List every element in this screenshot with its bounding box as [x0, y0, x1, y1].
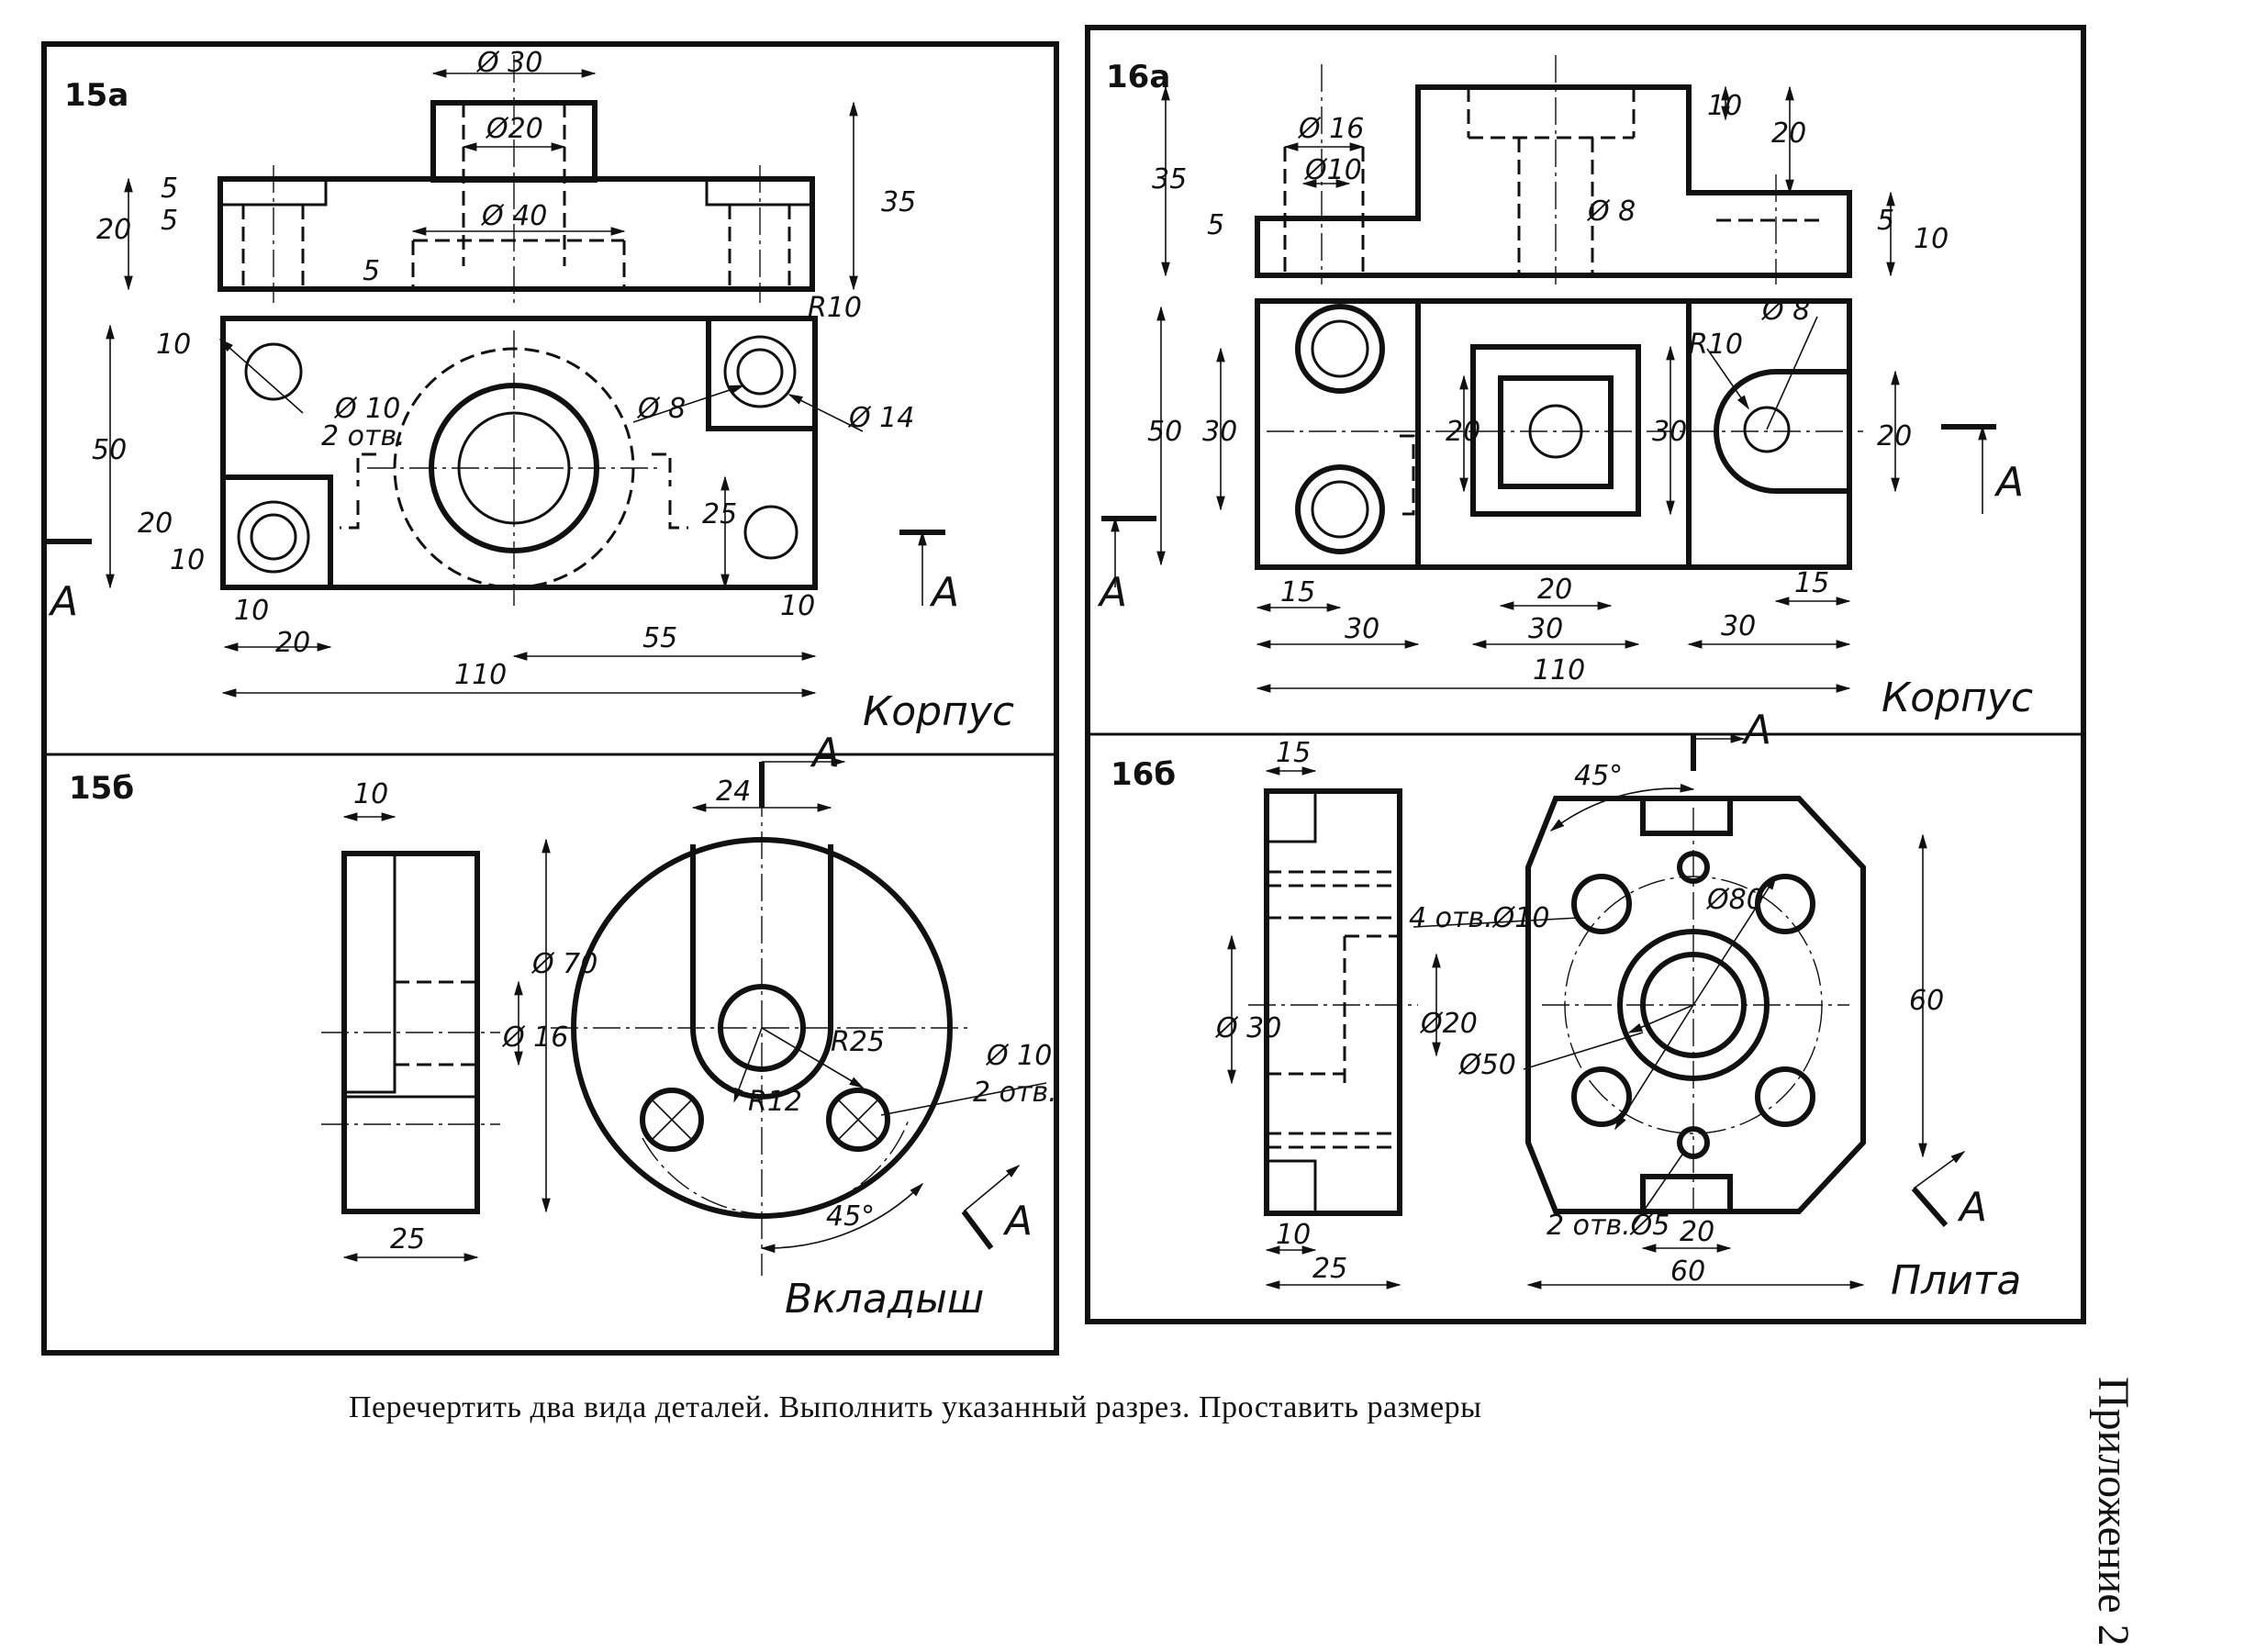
dim-text: R10: [1689, 329, 1743, 361]
panel-15a: 15а А А: [46, 47, 1014, 735]
dim-text: 5: [161, 173, 178, 205]
panel-label: 16б: [1111, 756, 1176, 793]
dim-text: 35: [881, 186, 916, 218]
dim-text: 25: [390, 1223, 425, 1256]
dim-text: 20: [138, 508, 173, 540]
dim-text: 25: [1312, 1253, 1347, 1285]
panel-label: 16а: [1106, 59, 1170, 95]
dim-text: R10: [808, 292, 862, 324]
panel-16a: 16а А А: [1097, 55, 2033, 721]
dim-text: 35: [1152, 163, 1187, 195]
dim-text: 45°: [1574, 760, 1623, 792]
frame-left: [41, 41, 1059, 1356]
section-mark: А: [1993, 459, 2024, 506]
dim-text: Ø 8: [636, 393, 686, 425]
dim-text: 30: [1652, 416, 1687, 448]
panel-label: 15б: [69, 770, 134, 807]
dim-text: 110: [1533, 654, 1585, 686]
panel-label: 15а: [64, 77, 128, 114]
dim-text: 50: [92, 434, 127, 466]
dim-text: Ø 10: [333, 393, 400, 425]
dim-text: 20: [96, 214, 131, 246]
part-name: Корпус: [1882, 675, 2033, 721]
dim-text: R25: [831, 1026, 885, 1058]
section-mark: А: [810, 730, 840, 776]
dim-text: Ø 8: [1760, 295, 1810, 327]
part-name: Плита: [1891, 1257, 2021, 1304]
section-mark: А: [1097, 569, 1127, 616]
dim-text: 5: [1877, 205, 1894, 237]
dim-text: 10: [1276, 1219, 1311, 1251]
dim-text: 25: [702, 498, 737, 530]
dim-text: Ø20: [1419, 1008, 1478, 1040]
dim-text: 10: [1707, 90, 1742, 122]
panel-15b: 15б А А: [69, 730, 1057, 1323]
frame-right: [1085, 25, 2086, 1324]
dim-text: Ø 16: [501, 1021, 568, 1054]
dim-text: 10: [780, 590, 815, 622]
dim-text: 60: [1909, 985, 1944, 1017]
dim-text: Ø 70: [530, 948, 597, 980]
dim-text: Ø50: [1457, 1049, 1516, 1081]
dim-text: Ø10: [1303, 154, 1362, 186]
dim-text: 20: [275, 627, 310, 659]
panel-16b: 16б А А: [1111, 707, 2021, 1304]
section-mark: А: [1957, 1184, 1987, 1231]
appendix-label: Приложение 2: [2089, 1377, 2138, 1646]
dim-text: 30: [1345, 613, 1379, 645]
section-mark: А: [1002, 1198, 1033, 1245]
dim-text: 30: [1721, 610, 1756, 642]
section-mark: А: [929, 569, 959, 616]
dim-text: 5: [363, 255, 380, 287]
dim-text: 15: [1276, 737, 1311, 769]
section-mark: А: [48, 578, 78, 625]
drawing-sheet: 15а А А: [41, 25, 2086, 1356]
dim-text: 10: [1914, 223, 1949, 255]
dim-text: 2 отв.: [973, 1077, 1057, 1109]
dim-text: 10: [234, 595, 269, 627]
dim-text: 15: [1280, 576, 1315, 608]
dim-text: Ø80: [1705, 884, 1764, 916]
dim-text: 2 отв.: [321, 420, 406, 452]
dim-text: 24: [716, 776, 751, 808]
dim-text: 15: [1794, 567, 1829, 599]
part-name: Корпус: [863, 688, 1014, 735]
dim-text: Ø 16: [1297, 113, 1364, 145]
dim-text: 20: [1537, 574, 1572, 606]
dim-text: 4 отв.Ø10: [1409, 902, 1549, 934]
dim-text: 50: [1147, 416, 1182, 448]
dim-text: 20: [1771, 117, 1806, 150]
task-caption: Перечертить два вида деталей. Выполнить …: [349, 1390, 1482, 1424]
dim-text: 20: [1877, 420, 1912, 452]
dim-text: Ø 30: [1214, 1012, 1281, 1044]
dim-text: 20: [1446, 416, 1480, 448]
dim-text: 10: [353, 778, 388, 810]
dim-text: Ø 8: [1586, 195, 1636, 228]
dim-text: 5: [161, 205, 178, 237]
dim-text: 60: [1670, 1256, 1705, 1288]
dim-text: 10: [156, 329, 191, 361]
dim-text: Ø 40: [480, 200, 547, 232]
dim-text: 110: [454, 659, 507, 691]
dim-text: 10: [170, 544, 205, 576]
dim-text: 2 отв.Ø5: [1547, 1210, 1670, 1242]
dim-text: Ø 14: [847, 402, 914, 434]
dim-text: Ø 10: [985, 1040, 1052, 1072]
dim-text: R12: [748, 1086, 802, 1118]
dim-text: 30: [1528, 613, 1563, 645]
section-mark: А: [1741, 707, 1771, 753]
part-name: Вкладыш: [785, 1276, 984, 1323]
dim-text: 55: [642, 622, 677, 654]
dim-text: Ø20: [485, 113, 543, 145]
dim-text: 5: [1207, 209, 1224, 241]
dim-text: 30: [1202, 416, 1237, 448]
dim-text: Ø 30: [475, 47, 542, 79]
dim-text: 45°: [826, 1200, 875, 1233]
dim-text: 20: [1680, 1216, 1714, 1248]
